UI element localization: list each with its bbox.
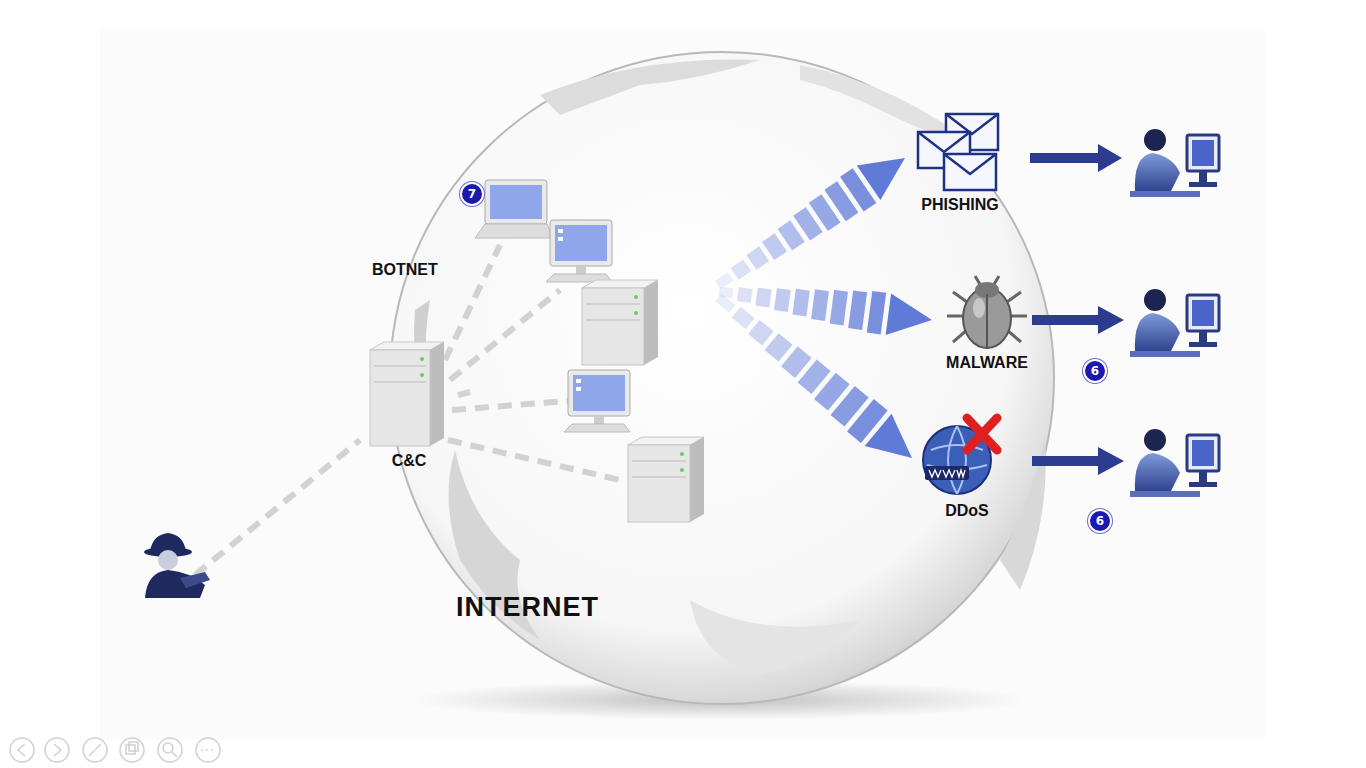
attack-arrow <box>718 287 932 335</box>
node-label: C&C <box>392 452 427 470</box>
server-tower <box>582 280 658 365</box>
server-tower <box>370 342 444 446</box>
region-label: INTERNET <box>456 592 599 623</box>
user-figures <box>1130 129 1219 497</box>
node-label: BOTNET <box>372 261 438 279</box>
slide-ground <box>100 28 1265 740</box>
icon-node: C&C <box>360 340 458 478</box>
callout-number: 7 <box>460 182 484 206</box>
envelope-icon <box>910 110 1010 196</box>
control-link <box>458 392 470 395</box>
attacker-figure <box>144 533 210 598</box>
bug-icon <box>937 272 1037 354</box>
laptop-computer <box>475 180 553 238</box>
callout-number: 6 <box>1088 509 1112 533</box>
node-label: MALWARE <box>946 354 1028 372</box>
attack-arrow <box>715 294 912 458</box>
blocked-website-icon <box>917 410 1017 502</box>
callout-number: 6 <box>1083 359 1107 383</box>
user-figure <box>1130 129 1219 197</box>
cc-server-icon <box>364 340 454 452</box>
node-label: DDoS <box>945 502 989 520</box>
server-tower <box>628 437 704 522</box>
attack-arrow <box>715 158 905 289</box>
icon-node: DDoS <box>912 410 1022 538</box>
user-arrows <box>1030 144 1124 475</box>
control-dashes <box>195 245 620 575</box>
desktop-computer <box>546 220 612 282</box>
botnet-computers <box>470 175 710 525</box>
globe <box>390 52 1054 704</box>
slide-controls <box>10 738 220 762</box>
user-figure <box>1130 289 1219 357</box>
desktop-computer <box>564 370 630 432</box>
icon-node: MALWARE <box>932 272 1042 394</box>
node-label: PHISHING <box>921 196 998 214</box>
botnet-group: BOTNET <box>470 175 710 525</box>
icon-node: PHISHING <box>905 110 1015 230</box>
user-figure <box>1130 429 1219 497</box>
